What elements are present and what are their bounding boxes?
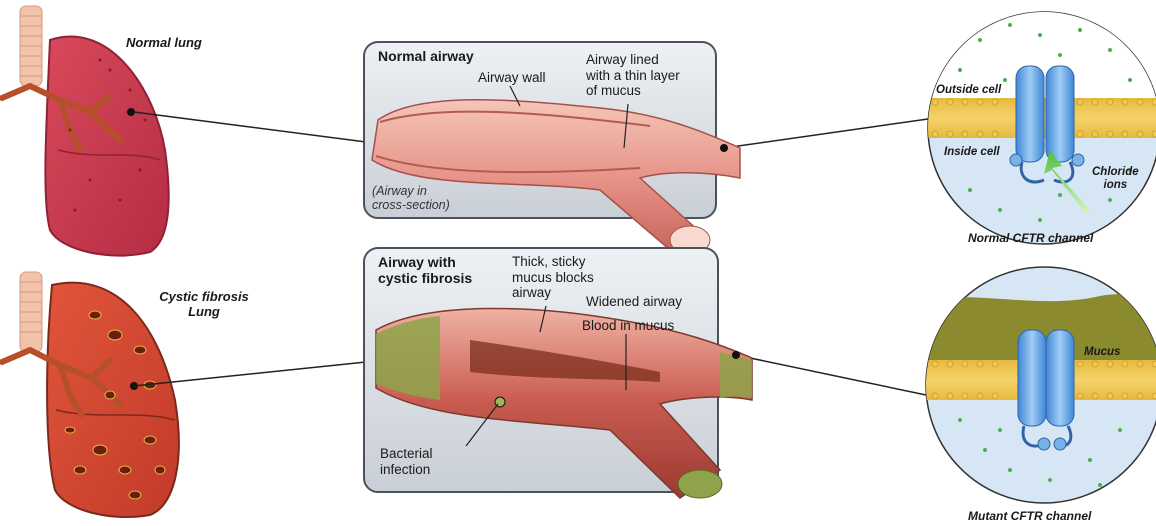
blood-in-mucus-label: Blood in mucus: [582, 318, 674, 334]
bacterial-infection-line2: infection: [380, 462, 433, 478]
thick-mucus-line1: Thick, sticky: [512, 254, 594, 270]
mucus-label: Mucus: [1084, 346, 1120, 359]
cf-lung-label-line1: Cystic fibrosis: [148, 290, 260, 305]
normal-lung-label: Normal lung: [126, 36, 202, 51]
cross-section-line2: cross-section): [372, 198, 450, 212]
mutant-cftr-channel: [920, 267, 1156, 503]
normal-airway-panel: [364, 42, 740, 254]
airway-mucus-label: Airway lined with a thin layer of mucus: [586, 52, 680, 99]
chloride-ions-line2: ions: [1092, 179, 1139, 192]
thick-mucus-line3: airway: [512, 285, 594, 301]
airway-mucus-line1: Airway lined: [586, 52, 680, 68]
normal-airway-title: Normal airway: [378, 48, 474, 64]
bacterial-infection-line1: Bacterial: [380, 446, 433, 462]
cf-lung-label: Cystic fibrosis Lung: [148, 290, 260, 320]
airway-mucus-line2: with a thin layer: [586, 68, 680, 84]
inside-cell-label: Inside cell: [944, 146, 1000, 159]
cf-airway-title-line1: Airway with: [378, 254, 472, 270]
normal-cftr-caption: Normal CFTR channel: [968, 232, 1093, 246]
thick-mucus-label: Thick, sticky mucus blocks airway: [512, 254, 594, 301]
cross-section-label: (Airway in cross-section): [372, 184, 450, 213]
cross-section-line1: (Airway in: [372, 184, 450, 198]
airway-mucus-line3: of mucus: [586, 83, 680, 99]
normal-cftr-channel: [920, 10, 1156, 244]
thick-mucus-line2: mucus blocks: [512, 270, 594, 286]
cf-lung-label-line2: Lung: [148, 305, 260, 320]
outside-cell-label: Outside cell: [936, 84, 1001, 97]
chloride-ions-line1: Chloride: [1092, 166, 1139, 179]
mutant-cftr-caption: Mutant CFTR channel: [968, 510, 1091, 524]
airway-wall-label: Airway wall: [478, 70, 546, 86]
chloride-ions-label: Chloride ions: [1092, 166, 1139, 192]
cf-airway-title: Airway with cystic fibrosis: [378, 254, 472, 286]
cf-airway-title-line2: cystic fibrosis: [378, 270, 472, 286]
bacterial-infection-label: Bacterial infection: [380, 446, 433, 477]
widened-airway-label: Widened airway: [586, 294, 682, 310]
